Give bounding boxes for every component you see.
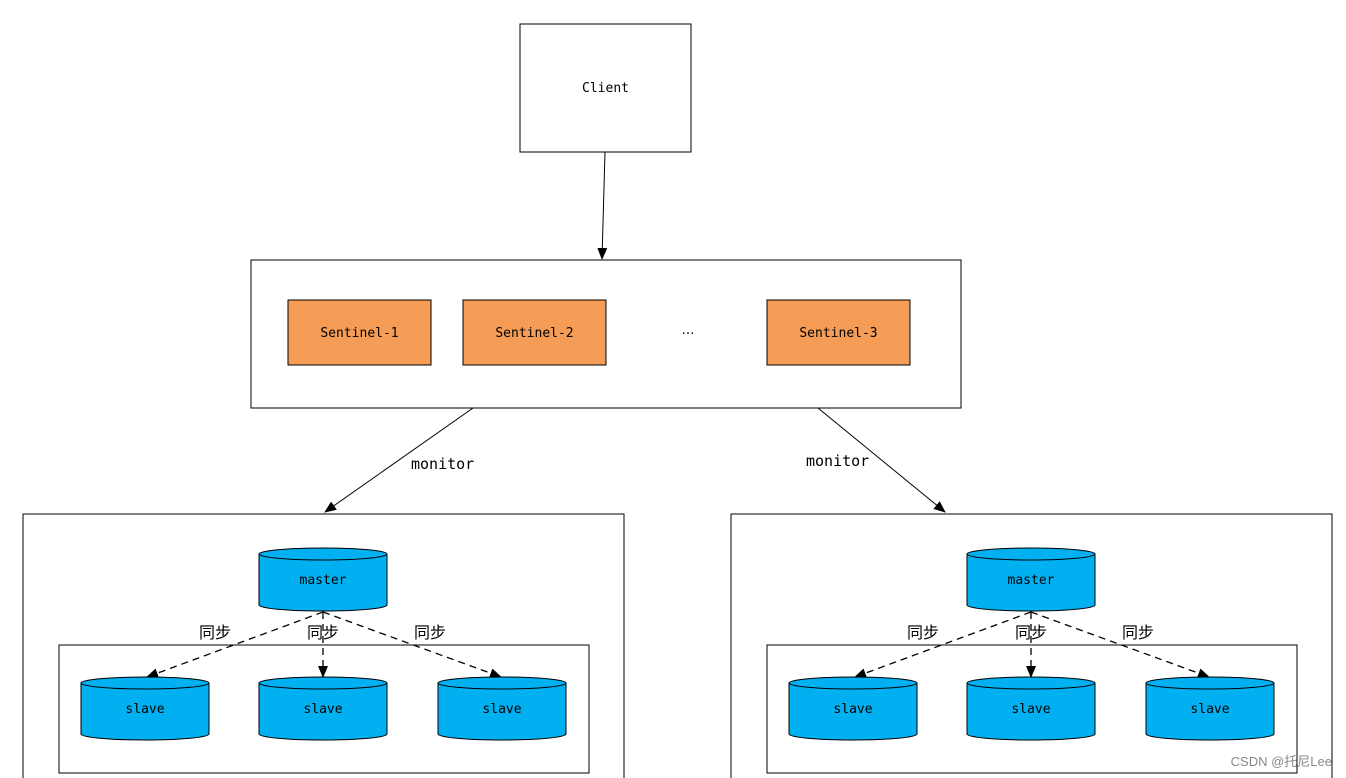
monitor-arrow-left [324,407,474,513]
sync-arrow-left-1 [146,611,324,678]
slave-label-right-1: slave [833,702,872,717]
sync-label-left-2: 同步 [307,623,339,642]
master-label-left: master [300,573,347,588]
slave-db-right-2: slave [966,676,1096,741]
client-box [519,23,692,153]
sync-label-left-1: 同步 [199,623,231,642]
slave-label-left-2: slave [303,702,342,717]
sync-label-right-3: 同步 [1122,623,1154,642]
master-db-left: master [258,547,388,612]
sync-label-right-1: 同步 [907,623,939,642]
sentinel-1-label: Sentinel-1 [320,326,398,341]
sync-label-left-3: 同步 [414,623,446,642]
slave-db-left-2: slave [258,676,388,741]
monitor-label-right: monitor [806,452,869,470]
monitor-label-left: monitor [411,455,474,473]
sentinel-3-label: Sentinel-3 [799,326,877,341]
slave-label-right-2: slave [1011,702,1050,717]
master-label-right: master [1008,573,1055,588]
watermark: CSDN @托尼Lee [1230,754,1332,769]
sentinel-2-label: Sentinel-2 [495,326,573,341]
client-label: Client [582,81,629,96]
slave-db-right-3: slave [1145,676,1275,741]
replication-group-right: master 同步 同步 同步 slave slave slave [730,513,1333,778]
sync-label-right-2: 同步 [1015,623,1047,642]
monitor-arrow-right [817,407,946,513]
slave-label-right-3: slave [1190,702,1229,717]
sync-arrow-right-1 [854,611,1032,678]
sentinel-ellipsis: … [682,323,695,338]
sentinel-1-box [287,299,432,366]
client-to-sentinels-arrow [597,151,608,260]
slave-db-right-1: slave [788,676,918,741]
slave-db-left-1: slave [80,676,210,741]
slave-label-left-3: slave [482,702,521,717]
sync-arrow-left-3 [322,611,502,678]
slave-db-left-3: slave [437,676,567,741]
sentinel-3-box [766,299,911,366]
sentinel-2-box [462,299,607,366]
replication-group-left: master 同步 同步 同步 slave slave slave [22,513,625,778]
master-db-right: master [966,547,1096,612]
slave-label-left-1: slave [125,702,164,717]
sync-arrow-right-3 [1030,611,1210,678]
